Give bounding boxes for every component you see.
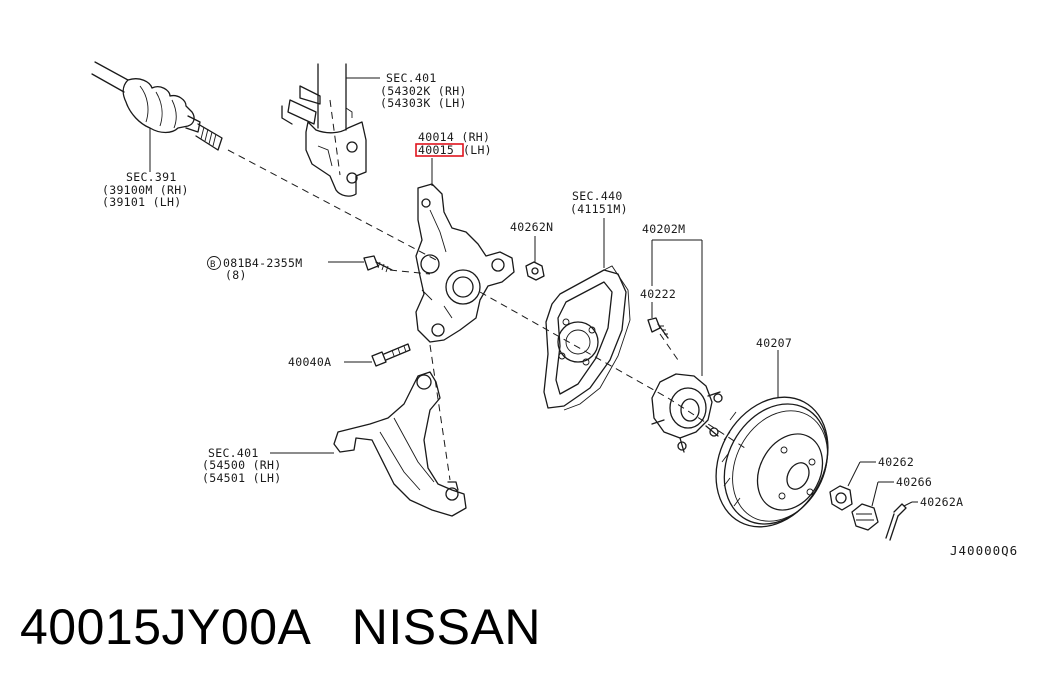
label-plate-sec: SEC.440 — [572, 189, 623, 203]
label-shaft-lh: (39101 (LH) — [102, 195, 181, 209]
label-hub-bolt: 40222 — [640, 287, 676, 301]
label-arm-rh: (54500 (RH) — [202, 458, 281, 472]
label-strut-sec: SEC.401 — [386, 71, 437, 85]
label-plate-part: (41151M) — [570, 202, 628, 216]
label-bolt-40040a: 40040A — [288, 355, 331, 369]
label-bolt-code: 081B4-2355M — [223, 256, 302, 270]
bolt-40040a[interactable] — [344, 343, 411, 367]
label-shaft-rh: (39100M (RH) — [102, 183, 189, 197]
diagram-code: J40000Q6 — [950, 543, 1019, 558]
backing-plate[interactable] — [543, 218, 631, 411]
bolt-081b4[interactable] — [328, 255, 393, 273]
label-rotor: 40207 — [756, 336, 792, 350]
label-hub-assy: 40202M — [642, 222, 685, 236]
label-arm-sec: SEC.401 — [208, 446, 259, 460]
label-knuckle-lh-suffix: (LH) — [463, 143, 492, 157]
label-bolt-prefix: B — [210, 260, 216, 270]
label-cap-40266: 40266 — [896, 475, 932, 489]
strut[interactable] — [281, 63, 380, 197]
hub-bolt-40222[interactable] — [647, 302, 669, 339]
cotter-pin-40262a[interactable] — [885, 501, 918, 541]
drive-shaft[interactable] — [91, 61, 223, 172]
label-strut-lh: (54303K (LH) — [380, 96, 467, 110]
label-knuckle-lh-part: 40015 — [418, 143, 454, 157]
nut-40262n[interactable] — [525, 236, 545, 281]
label-nut-40262: 40262 — [878, 455, 914, 469]
bolt-prefix-circle — [207, 256, 221, 270]
label-arm-lh: (54501 (LH) — [202, 471, 281, 485]
brake-rotor[interactable] — [694, 350, 850, 546]
part-number-caption: 40015JY00A NISSAN — [20, 599, 541, 655]
label-nut-40262n: 40262N — [510, 220, 553, 234]
label-strut-rh: (54302K (RH) — [380, 84, 467, 98]
nut-40262[interactable] — [829, 461, 876, 511]
label-knuckle-rh: 40014 (RH) — [418, 130, 490, 144]
label-bolt-qty: (8) — [225, 268, 247, 282]
highlight-box — [415, 143, 464, 157]
lower-control-arm[interactable] — [270, 371, 467, 517]
label-shaft-sec: SEC.391 — [126, 170, 177, 184]
cap-40266[interactable] — [851, 481, 894, 531]
hub-assembly[interactable] — [651, 239, 723, 453]
steering-knuckle[interactable] — [415, 158, 515, 343]
label-pin-40262a: 40262A — [920, 495, 963, 509]
